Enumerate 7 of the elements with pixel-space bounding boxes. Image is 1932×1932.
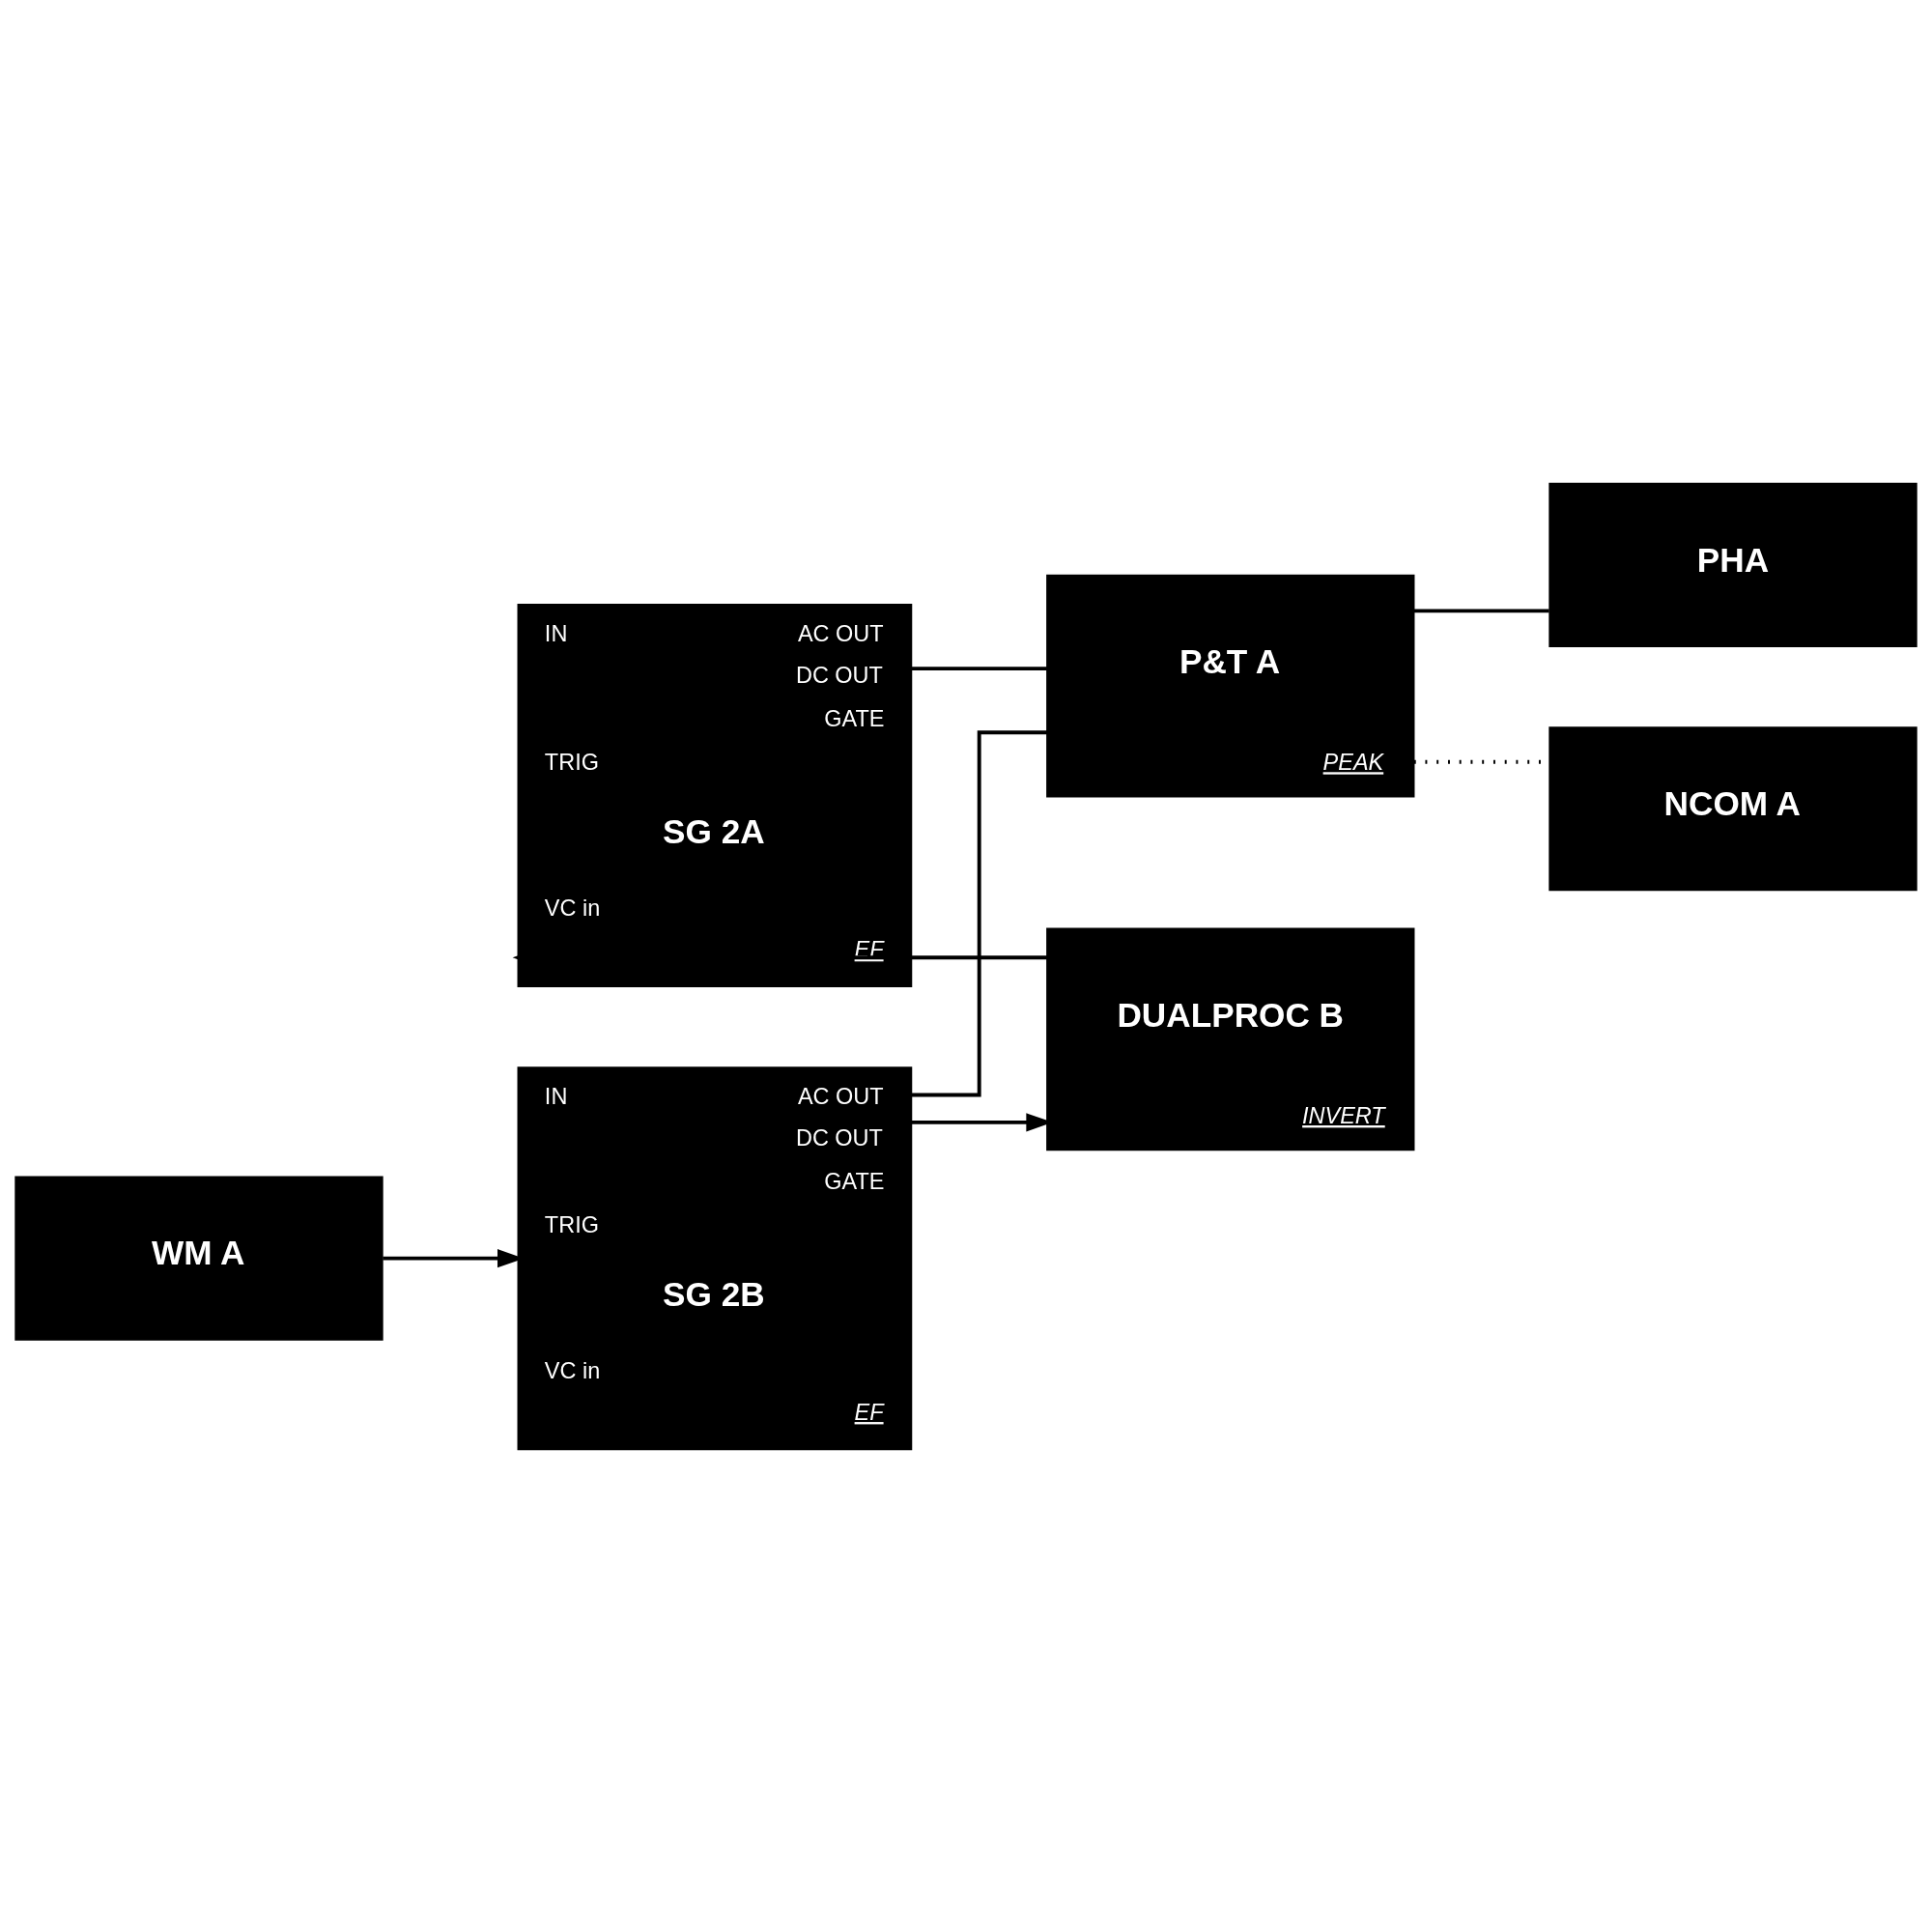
node-box: PHA xyxy=(1548,482,1918,647)
node-box: NCOM A xyxy=(1548,725,1918,891)
node-box: P&T A PEAK xyxy=(1046,574,1415,797)
node-box: WM A xyxy=(14,1176,384,1341)
node-box: DUALPROC B INVERT xyxy=(1046,926,1415,1151)
node-box: IN AC OUT DC OUT GATE TRIG SG 2B VC in EF xyxy=(517,1065,913,1450)
connector xyxy=(1413,608,1549,612)
